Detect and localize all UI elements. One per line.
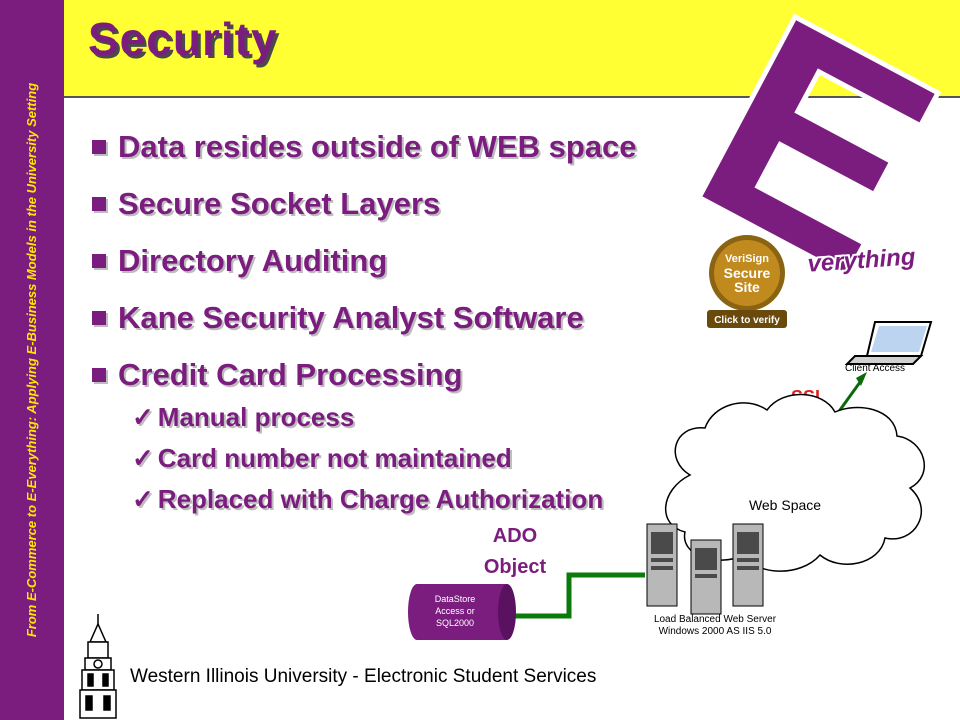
left-sidebar: From E-Commerce to E-Everything: Applyin…	[0, 0, 64, 720]
seal-line1: Secure	[724, 265, 771, 281]
clock-tower-icon	[79, 614, 117, 719]
bullet-item: Kane Security Analyst Software	[92, 289, 637, 346]
bullet-item: Data resides outside of WEB space	[92, 118, 637, 175]
bullet-text: Kane Security Analyst Software	[118, 299, 584, 335]
ado-label-line2: Object	[484, 556, 547, 578]
server-label-2: Windows 2000 AS IIS 5.0	[659, 626, 772, 637]
ado-connection-line	[512, 572, 645, 619]
cloud-label: Web Space	[749, 497, 821, 513]
server-icon	[690, 539, 722, 615]
server-label-1: Load Balanced Web Server	[654, 614, 777, 625]
checkmark-icon: ✓	[132, 443, 154, 473]
sub-bullet-text: Manual process	[157, 402, 355, 432]
square-bullet-icon	[92, 139, 106, 154]
checkmark-icon: ✓	[132, 402, 154, 432]
sub-bullet-list: ✓Manual process ✓Card number not maintai…	[132, 397, 637, 520]
checkmark-icon: ✓	[132, 484, 154, 514]
bullet-text: Secure Socket Layers	[118, 185, 441, 221]
laptop-icon	[844, 321, 933, 365]
db-label-line1: DataStore	[435, 594, 476, 604]
db-label-line2: Access or	[435, 606, 475, 616]
sub-bullet-item: ✓Card number not maintained	[132, 438, 637, 479]
network-diagram: Client Access SSL Web Space Load Balance…	[408, 321, 933, 640]
square-bullet-icon	[92, 367, 106, 382]
db-label-line3: SQL2000	[436, 618, 474, 628]
seal-brand: VeriSign	[725, 253, 769, 265]
seal-cta: Click to verify	[714, 315, 780, 326]
bullet-text: Data resides outside of WEB space	[118, 128, 637, 164]
slide-title: Security	[88, 13, 278, 65]
seal-line2: Site	[734, 279, 760, 295]
sidebar-vertical-caption: From E-Commerce to E-Everything: Applyin…	[24, 82, 39, 638]
bullet-list: Data resides outside of WEB space Secure…	[92, 118, 637, 520]
bullet-item: Secure Socket Layers	[92, 175, 637, 232]
server-icon	[732, 523, 764, 607]
sub-bullet-item: ✓Replaced with Charge Authorization	[132, 479, 637, 520]
server-icon	[646, 523, 678, 607]
square-bullet-icon	[92, 310, 106, 325]
sub-bullet-text: Replaced with Charge Authorization	[157, 484, 604, 514]
ado-label-line1: ADO	[493, 525, 537, 547]
bullet-text: Directory Auditing	[118, 242, 388, 278]
square-bullet-icon	[92, 196, 106, 211]
footer-text: Western Illinois University - Electronic…	[130, 666, 597, 687]
bullet-text: Credit Card Processing	[118, 356, 463, 392]
verisign-seal[interactable]: VeriSign Secure Site Click to verify	[705, 232, 789, 330]
bullet-item: Credit Card Processing	[92, 346, 637, 403]
database-icon	[408, 584, 516, 640]
header-band	[64, 0, 960, 98]
sub-bullet-text: Card number not maintained	[157, 443, 512, 473]
client-label: Client Access	[845, 363, 905, 374]
bullet-item: Directory Auditing	[92, 232, 637, 289]
sub-bullet-item: ✓Manual process	[132, 397, 637, 438]
square-bullet-icon	[92, 253, 106, 268]
